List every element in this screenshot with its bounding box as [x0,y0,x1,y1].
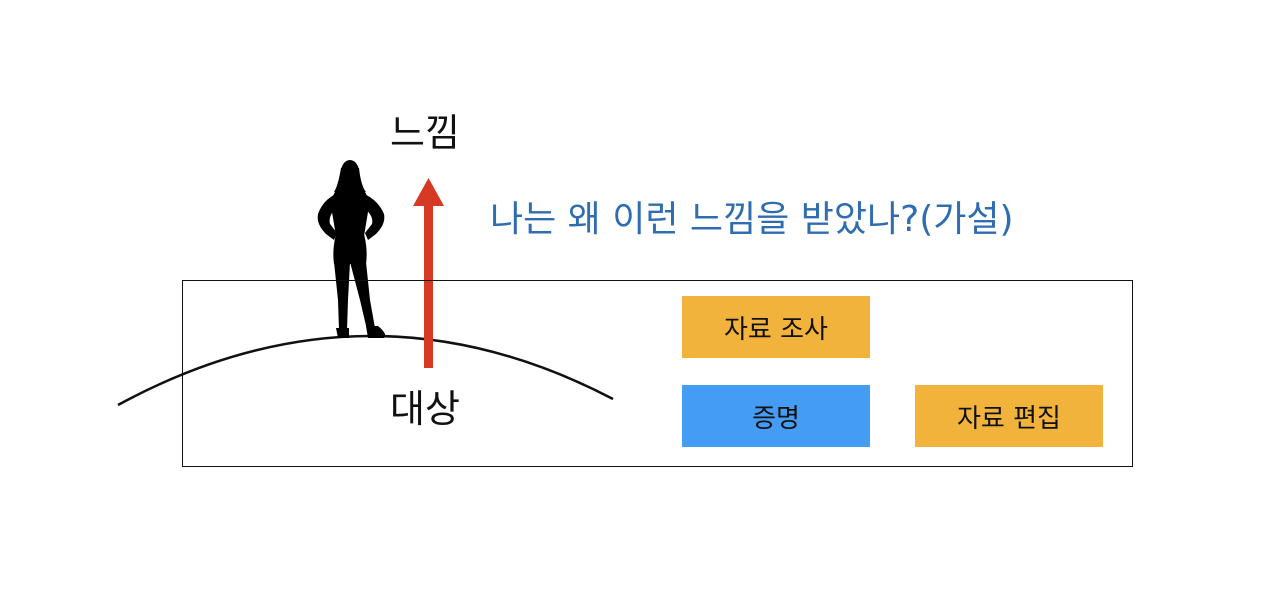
hill-curve [117,334,614,407]
edit-box-label: 자료 편집 [957,403,1061,434]
arrow-head [413,178,444,206]
feeling-label: 느낌 [390,111,460,155]
hypothesis-question: 나는 왜 이런 느낌을 받았나?(가설) [490,199,1014,240]
hypothesis-frame [182,280,1133,467]
research-box: 자료 조사 [682,296,870,358]
arrow-shaft [424,202,433,368]
proof-box-label: 증명 [752,403,800,434]
object-label: 대상 [390,387,460,431]
research-box-label: 자료 조사 [724,314,828,345]
proof-box: 증명 [682,385,870,447]
edit-box: 자료 편집 [915,385,1103,447]
upward-arrow [413,178,444,368]
standing-woman-silhouette-icon [317,160,386,338]
